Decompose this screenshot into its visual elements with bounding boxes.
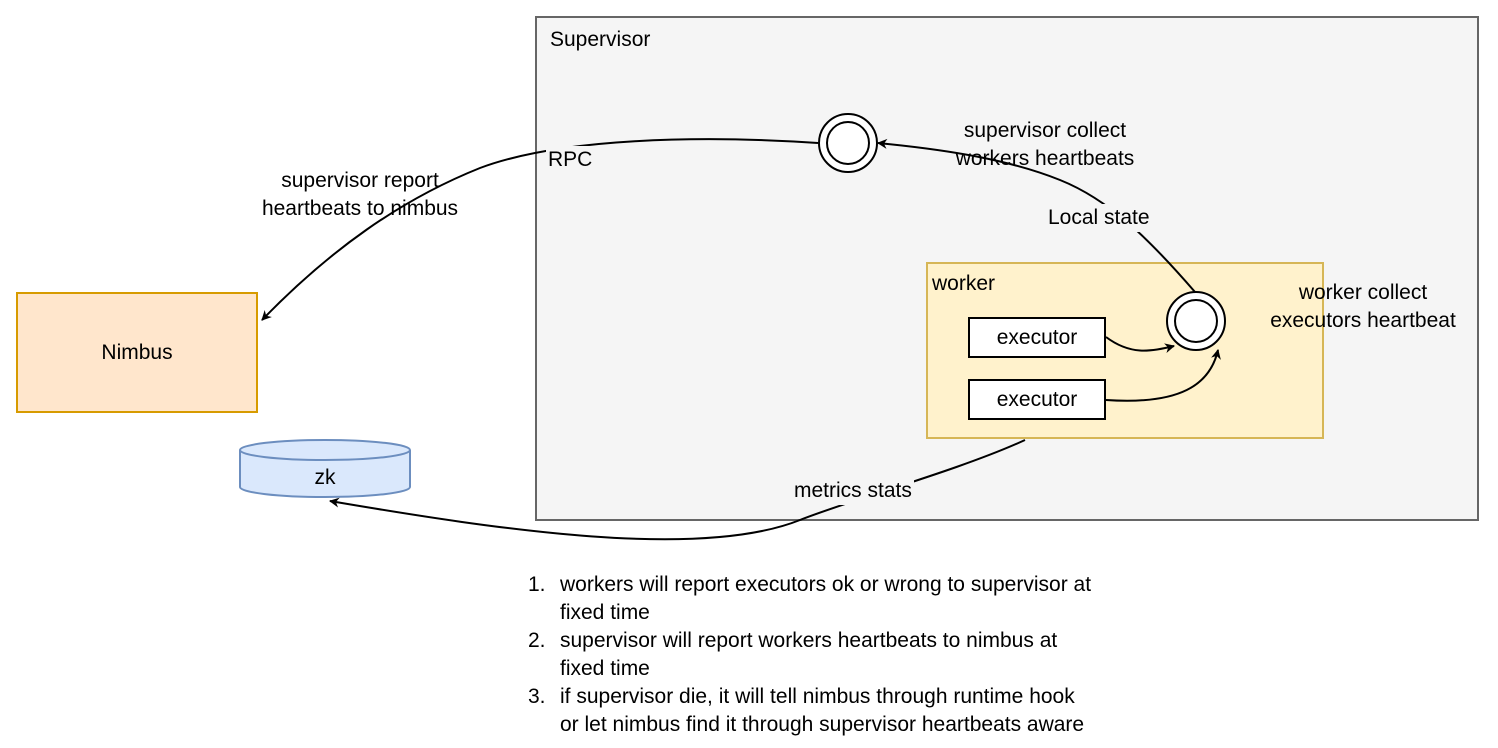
supervisor-report-line-1: supervisor report [281,169,439,192]
note-line: if supervisor die, it will tell nimbus t… [560,685,1075,708]
supervisor-report-line-2: heartbeats to nimbus [261,197,459,220]
supervisor-collect-label: supervisor collect workers heartbeats [915,117,1175,173]
rpc-label: RPC [546,146,595,174]
note-item: 2. supervisor will report workers heartb… [528,627,1180,683]
notes-list: 1. workers will report executors ok or w… [528,571,1180,739]
metrics-stats-label: metrics stats [792,477,914,505]
worker-heartbeat-circle [1166,291,1226,351]
supervisor-collect-line-2: workers heartbeats [955,147,1135,170]
supervisor-title: Supervisor [550,28,651,51]
local-state-label: Local state [1046,204,1152,232]
worker-collect-label: worker collect executors heartbeat [1243,279,1483,335]
note-line: fixed time [560,601,650,624]
zk-label: zk [314,466,336,489]
executor-node-2: executor [968,379,1106,420]
edge-worker-to-zk [329,439,1026,541]
note-line: workers will report executors ok or wron… [560,573,1092,596]
edge-supervisor-to-nimbus [261,138,819,321]
zk-database-node [239,439,411,498]
note-item: 1. workers will report executors ok or w… [528,571,1180,627]
note-item: 3. if supervisor die, it will tell nimbu… [528,683,1180,739]
note-number: 1. [528,573,546,596]
worker-collect-line-1: worker collect [1298,281,1428,304]
note-line: or let nimbus find it through supervisor… [560,713,1085,736]
worker-title: worker [932,272,996,295]
nimbus-node: Nimbus [16,292,258,413]
note-number: 2. [528,629,546,652]
edge-executor1-to-worker [1105,336,1175,354]
worker-collect-line-2: executors heartbeat [1270,309,1456,332]
executor-node-1: executor [968,317,1106,358]
edge-worker-to-supervisor [877,138,1196,293]
note-number: 3. [528,685,546,708]
supervisor-collect-line-1: supervisor collect [963,119,1127,142]
note-line: supervisor will report workers heartbeat… [560,629,1058,652]
supervisor-heartbeat-circle [818,113,878,173]
supervisor-report-label: supervisor report heartbeats to nimbus [230,167,490,223]
note-line: fixed time [560,657,650,680]
executor-label-1: executor [996,325,1078,349]
edge-executor2-to-worker [1105,349,1221,402]
executor-label-2: executor [996,387,1078,411]
nimbus-label: Nimbus [101,340,173,364]
